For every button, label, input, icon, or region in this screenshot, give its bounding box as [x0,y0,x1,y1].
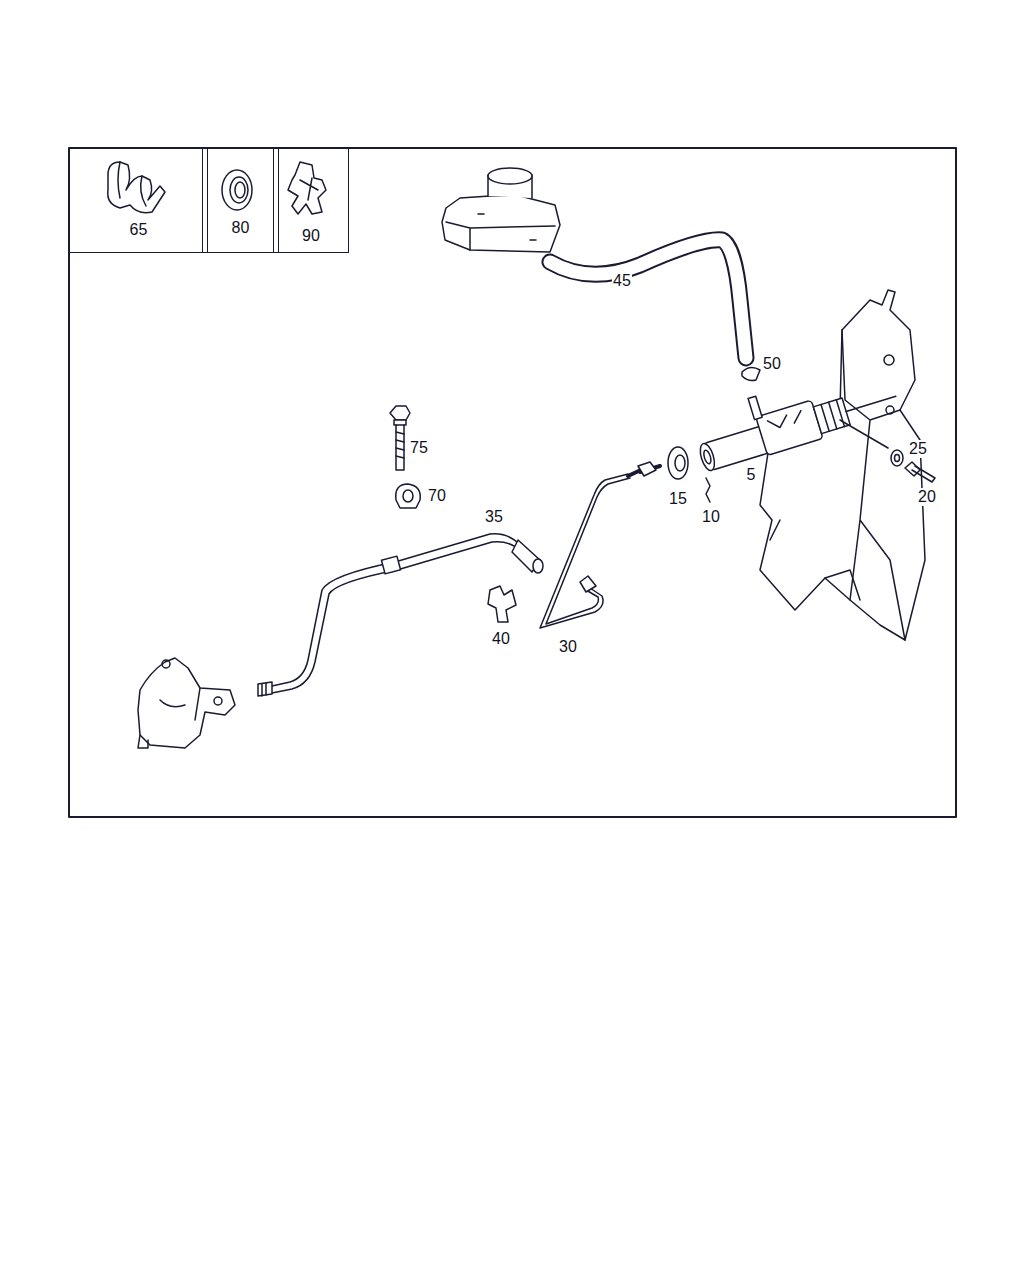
callout-number: 45 [612,272,632,290]
seal [668,447,688,479]
callout-number: 20 [917,488,937,506]
bolt [390,406,410,470]
retaining-pin [706,478,710,502]
leader-line [840,420,888,448]
clip-icon [108,162,165,213]
pipe-clip [488,586,516,622]
callout-number: 35 [484,508,504,526]
callout-number: 70 [427,487,447,505]
pipe-clip [396,484,421,508]
bolt [905,462,935,482]
hose [550,240,746,358]
callout-number: 10 [701,508,721,526]
fluid-reservoir [442,168,560,252]
pipe [258,534,543,696]
slave-cylinder [138,658,235,748]
callout-number: 30 [558,638,578,656]
callout-number: 80 [203,219,278,237]
callout-number: 25 [908,440,928,458]
master-cylinder [689,357,902,474]
callout-number: 5 [746,466,757,484]
part-cell: 90 [273,148,349,253]
part-cell: 80 [202,148,279,253]
clip-icon [288,162,326,214]
grommet-icon [222,170,252,210]
pipe [540,462,660,628]
callout-number: 40 [491,630,511,648]
callout-number: 50 [762,355,782,373]
callout-number: 90 [274,227,348,245]
hose-clamp [742,367,760,380]
clutch-pedal [760,290,925,640]
callout-number: 75 [409,439,429,457]
callout-number: 65 [70,221,207,239]
callout-number: 15 [668,490,688,508]
part-cell: 65 [69,148,208,253]
washer [891,450,903,466]
frame [69,148,956,817]
